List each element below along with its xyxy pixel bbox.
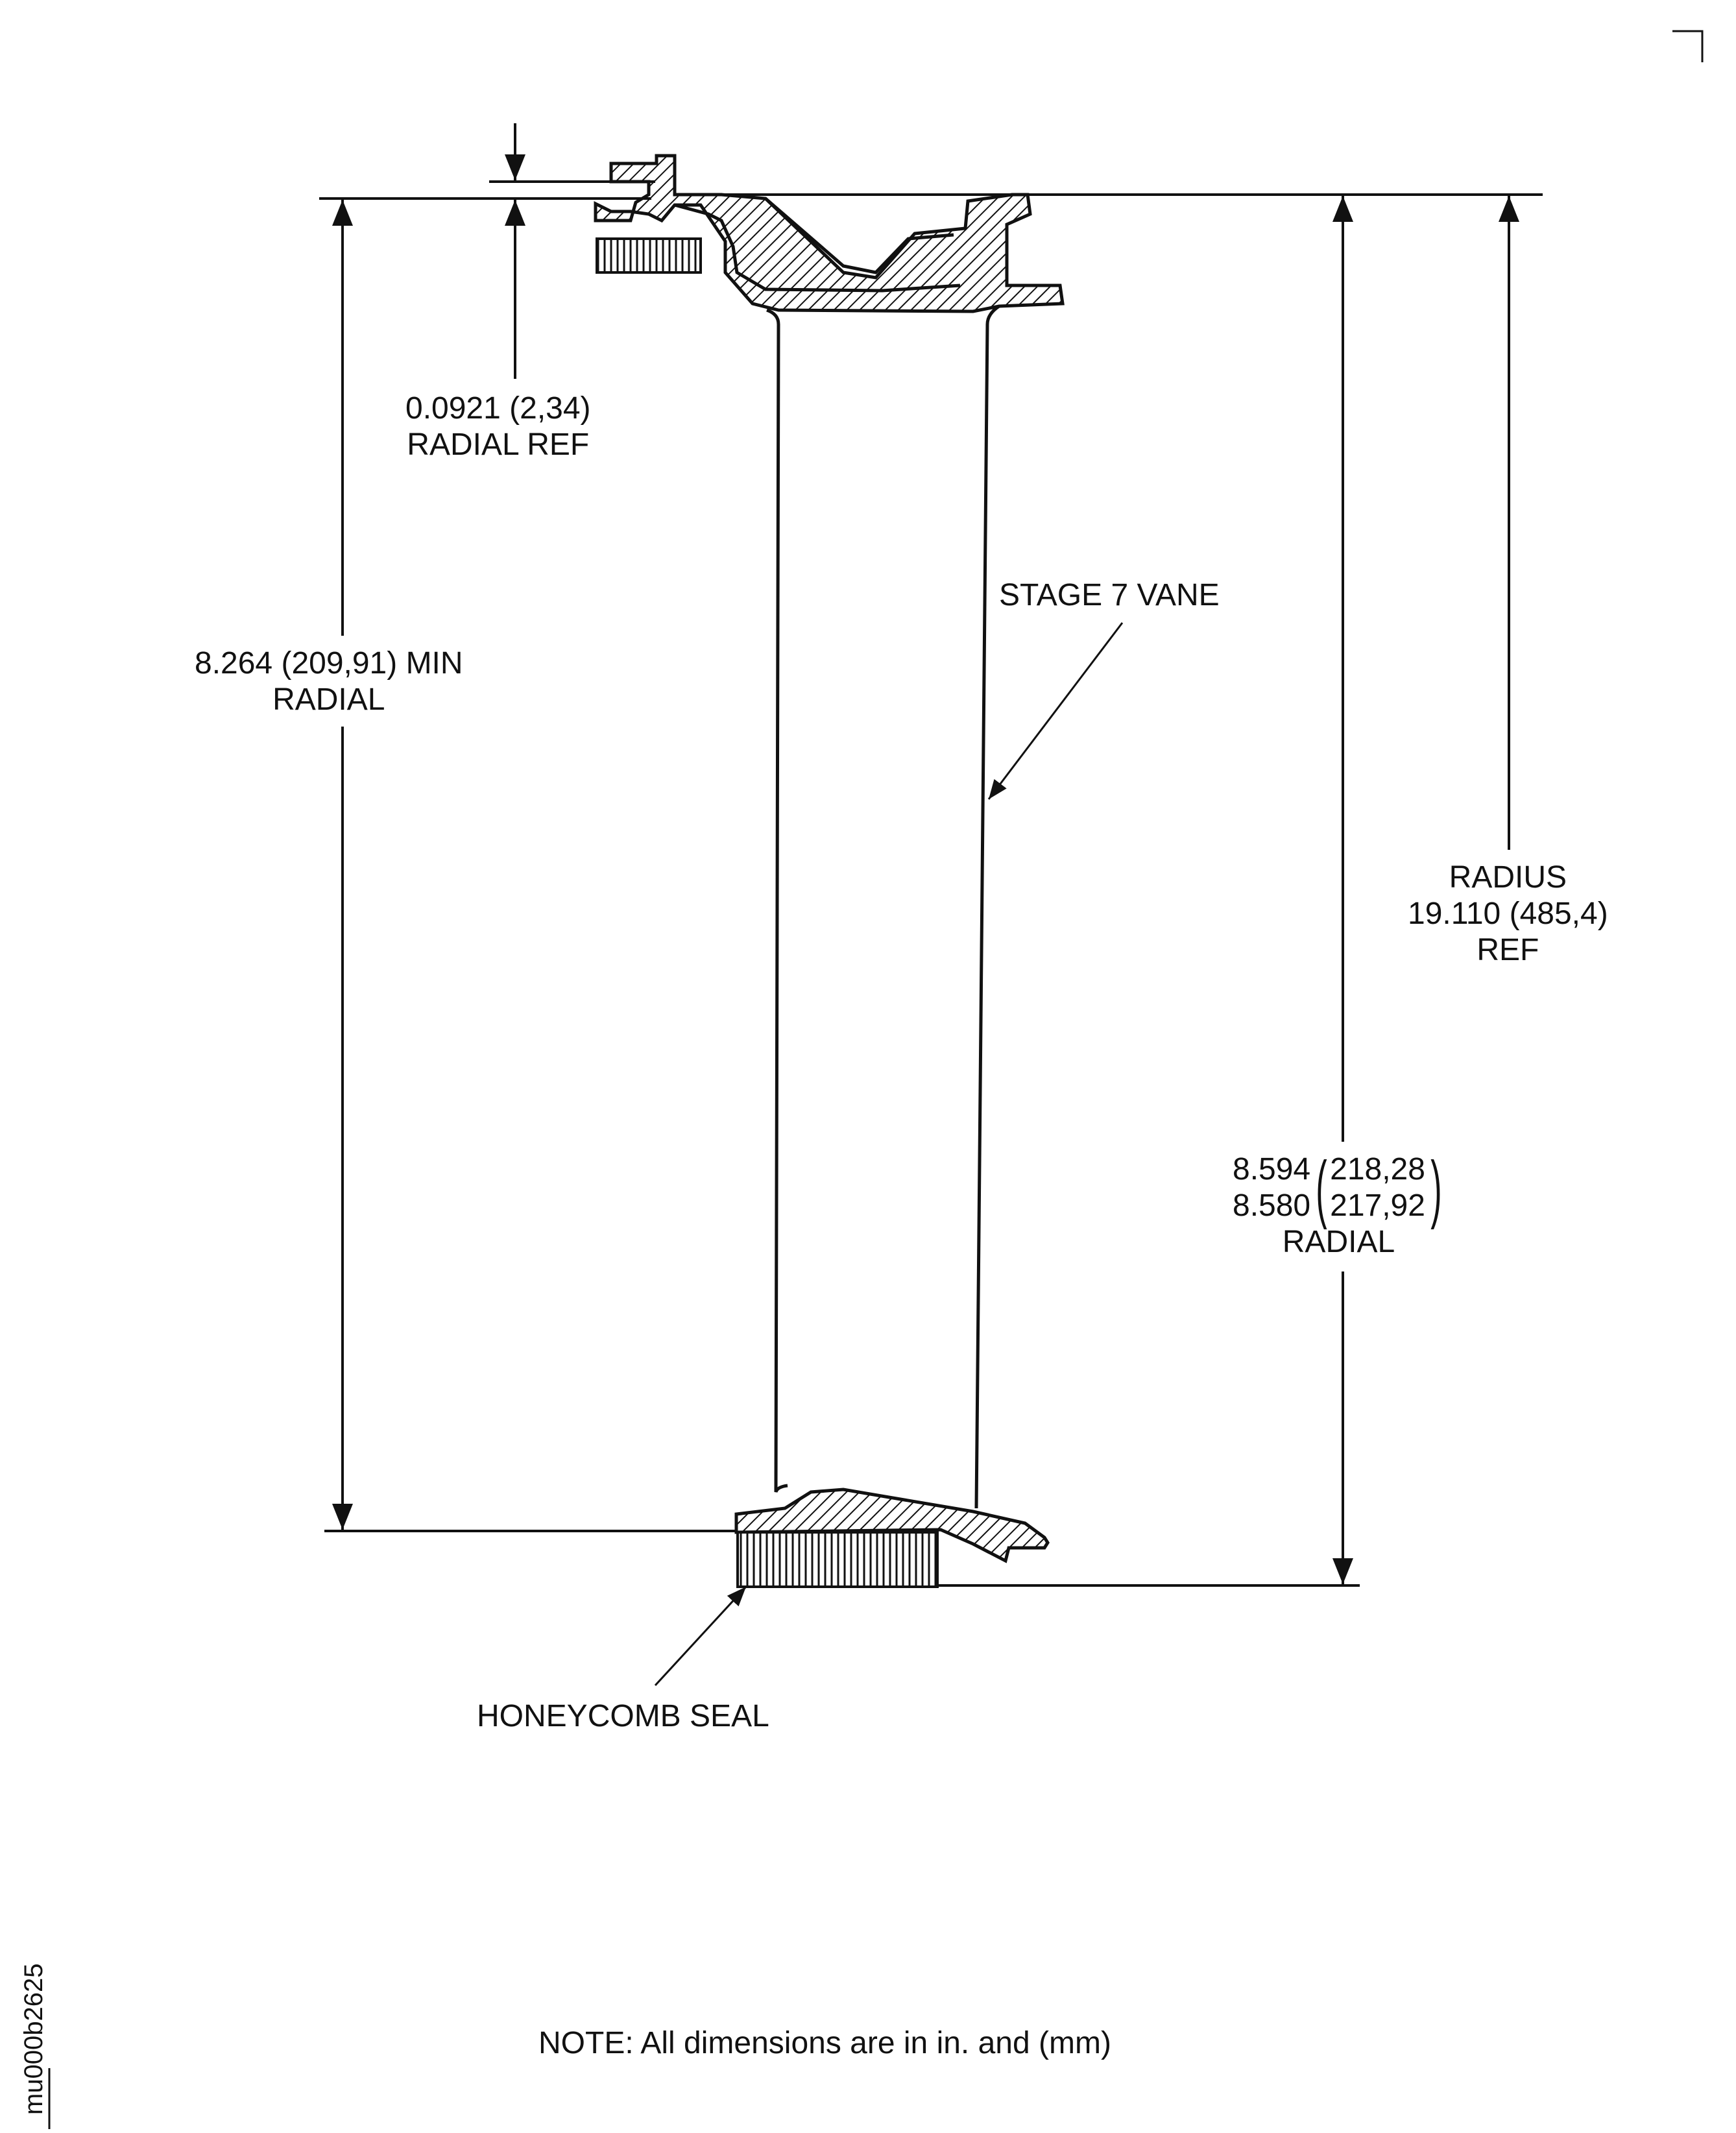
vane-airfoil — [766, 304, 1000, 1509]
radial-desc: RADIAL — [1282, 1225, 1395, 1259]
inner-ref-desc: RADIAL REF — [407, 428, 590, 462]
inner-shroud — [734, 1488, 1050, 1563]
inner-ref-label: 0.0921 (2,34) RADIAL REF — [405, 391, 591, 463]
reference-lines — [319, 180, 1543, 1587]
upper-honeycomb-seal — [596, 237, 702, 274]
radius-value: 19.110 (485,4) — [1408, 897, 1608, 931]
radius-title: RADIUS — [1449, 860, 1567, 895]
radius-desc: REF — [1477, 933, 1539, 967]
vane-leader — [987, 622, 1124, 800]
radial-tolerance-label: 8.594 8.580 ( 218,28 217,92 ) RADIAL — [1233, 1150, 1445, 1260]
min-radial-label: 8.264 (209,91) MIN RADIAL — [195, 645, 463, 718]
min-radial-desc: RADIAL — [272, 682, 385, 717]
lower-honeycomb-seal — [736, 1531, 939, 1588]
inner-ref-value: 0.0921 (2,34) — [405, 391, 591, 426]
radial-lower-in: 8.580 — [1233, 1188, 1311, 1223]
radial-upper-mm: 218,28 — [1330, 1152, 1425, 1187]
outer-shroud-channel — [674, 197, 961, 293]
corner-mark — [1672, 30, 1704, 62]
stage-7-vane-label: STAGE 7 VANE — [999, 578, 1220, 612]
outer-shroud — [594, 154, 1065, 313]
radius-ref-label: RADIUS 19.110 (485,4) REF — [1408, 860, 1608, 969]
min-radial-value: 8.264 (209,91) MIN — [195, 646, 463, 681]
honeycomb-seal-label: HONEYCOMB SEAL — [477, 1699, 769, 1733]
honeycomb-leader — [654, 1585, 747, 1687]
dimensions-note: NOTE: All dimensions are in in. and (mm) — [538, 2026, 1111, 2060]
figure-id: mu000b2625 — [19, 1963, 48, 2115]
radial-lower-mm: 217,92 — [1330, 1188, 1425, 1223]
radial-upper-in: 8.594 — [1233, 1152, 1311, 1187]
